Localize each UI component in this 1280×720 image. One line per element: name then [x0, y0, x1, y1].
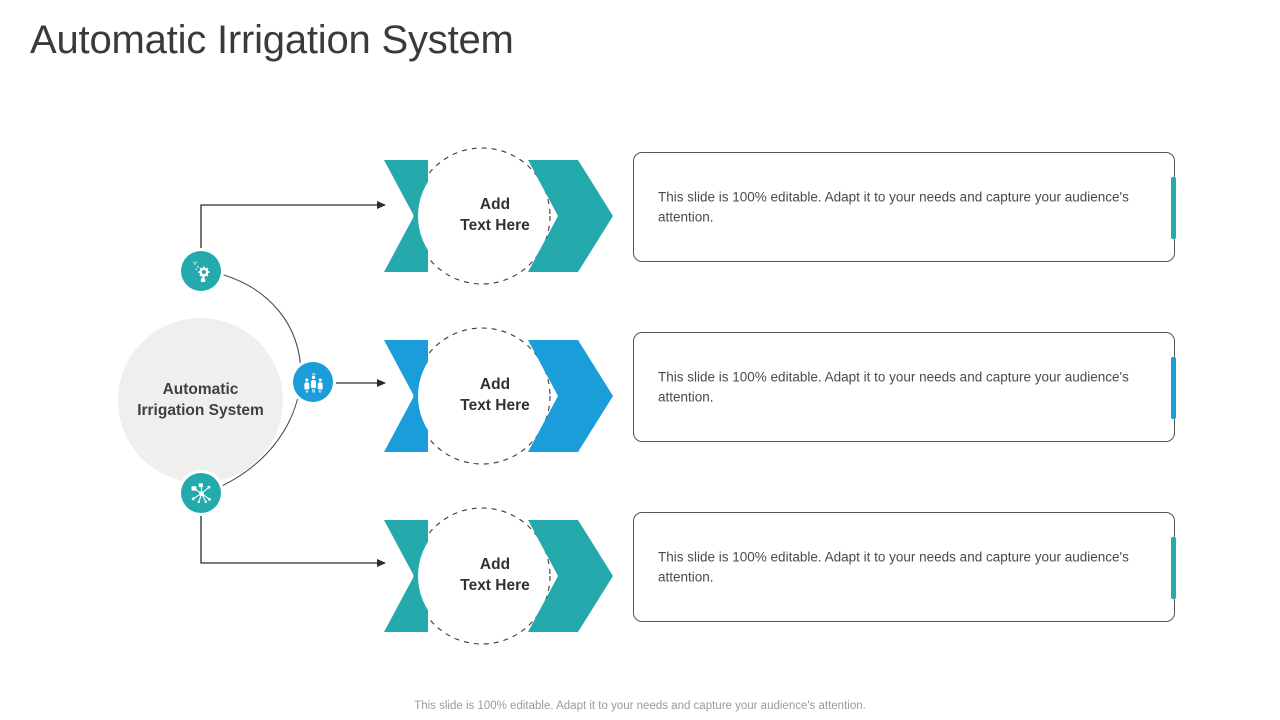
innovation-gear-person-icon — [191, 260, 209, 282]
description-text-3: This slide is 100% editable. Adapt it to… — [658, 549, 1129, 584]
description-text-2: This slide is 100% editable. Adapt it to… — [658, 369, 1129, 404]
badge-innovation-gear-person[interactable] — [181, 251, 221, 291]
flow-node-graphic-2 — [384, 327, 613, 465]
badge-team-people[interactable] — [293, 362, 333, 402]
slide-footer: This slide is 100% editable. Adapt it to… — [414, 700, 866, 712]
network-nodes-icon — [191, 482, 211, 503]
flow-node-1[interactable]: Add Text Here — [370, 126, 620, 306]
flow-node-3[interactable]: Add Text Here — [370, 486, 620, 666]
card-accent-bar-3 — [1171, 537, 1176, 599]
hub-label: Automatic Irrigation System — [137, 380, 264, 419]
card-accent-bar-2 — [1171, 357, 1176, 419]
badge-network-nodes[interactable] — [181, 473, 221, 513]
card-accent-bar-1 — [1171, 177, 1176, 239]
hub-circle: Automatic Irrigation System — [118, 318, 283, 483]
description-text-1: This slide is 100% editable. Adapt it to… — [658, 189, 1129, 224]
description-card-1[interactable]: This slide is 100% editable. Adapt it to… — [633, 152, 1176, 262]
team-people-icon — [303, 372, 323, 393]
description-card-3[interactable]: This slide is 100% editable. Adapt it to… — [633, 512, 1176, 622]
flow-node-graphic-1 — [384, 147, 613, 285]
description-card-2[interactable]: This slide is 100% editable. Adapt it to… — [633, 332, 1176, 442]
flow-node-graphic-3 — [384, 507, 613, 645]
page-title: Automatic Irrigation System — [30, 18, 514, 62]
flow-node-2[interactable]: Add Text Here — [370, 306, 620, 486]
